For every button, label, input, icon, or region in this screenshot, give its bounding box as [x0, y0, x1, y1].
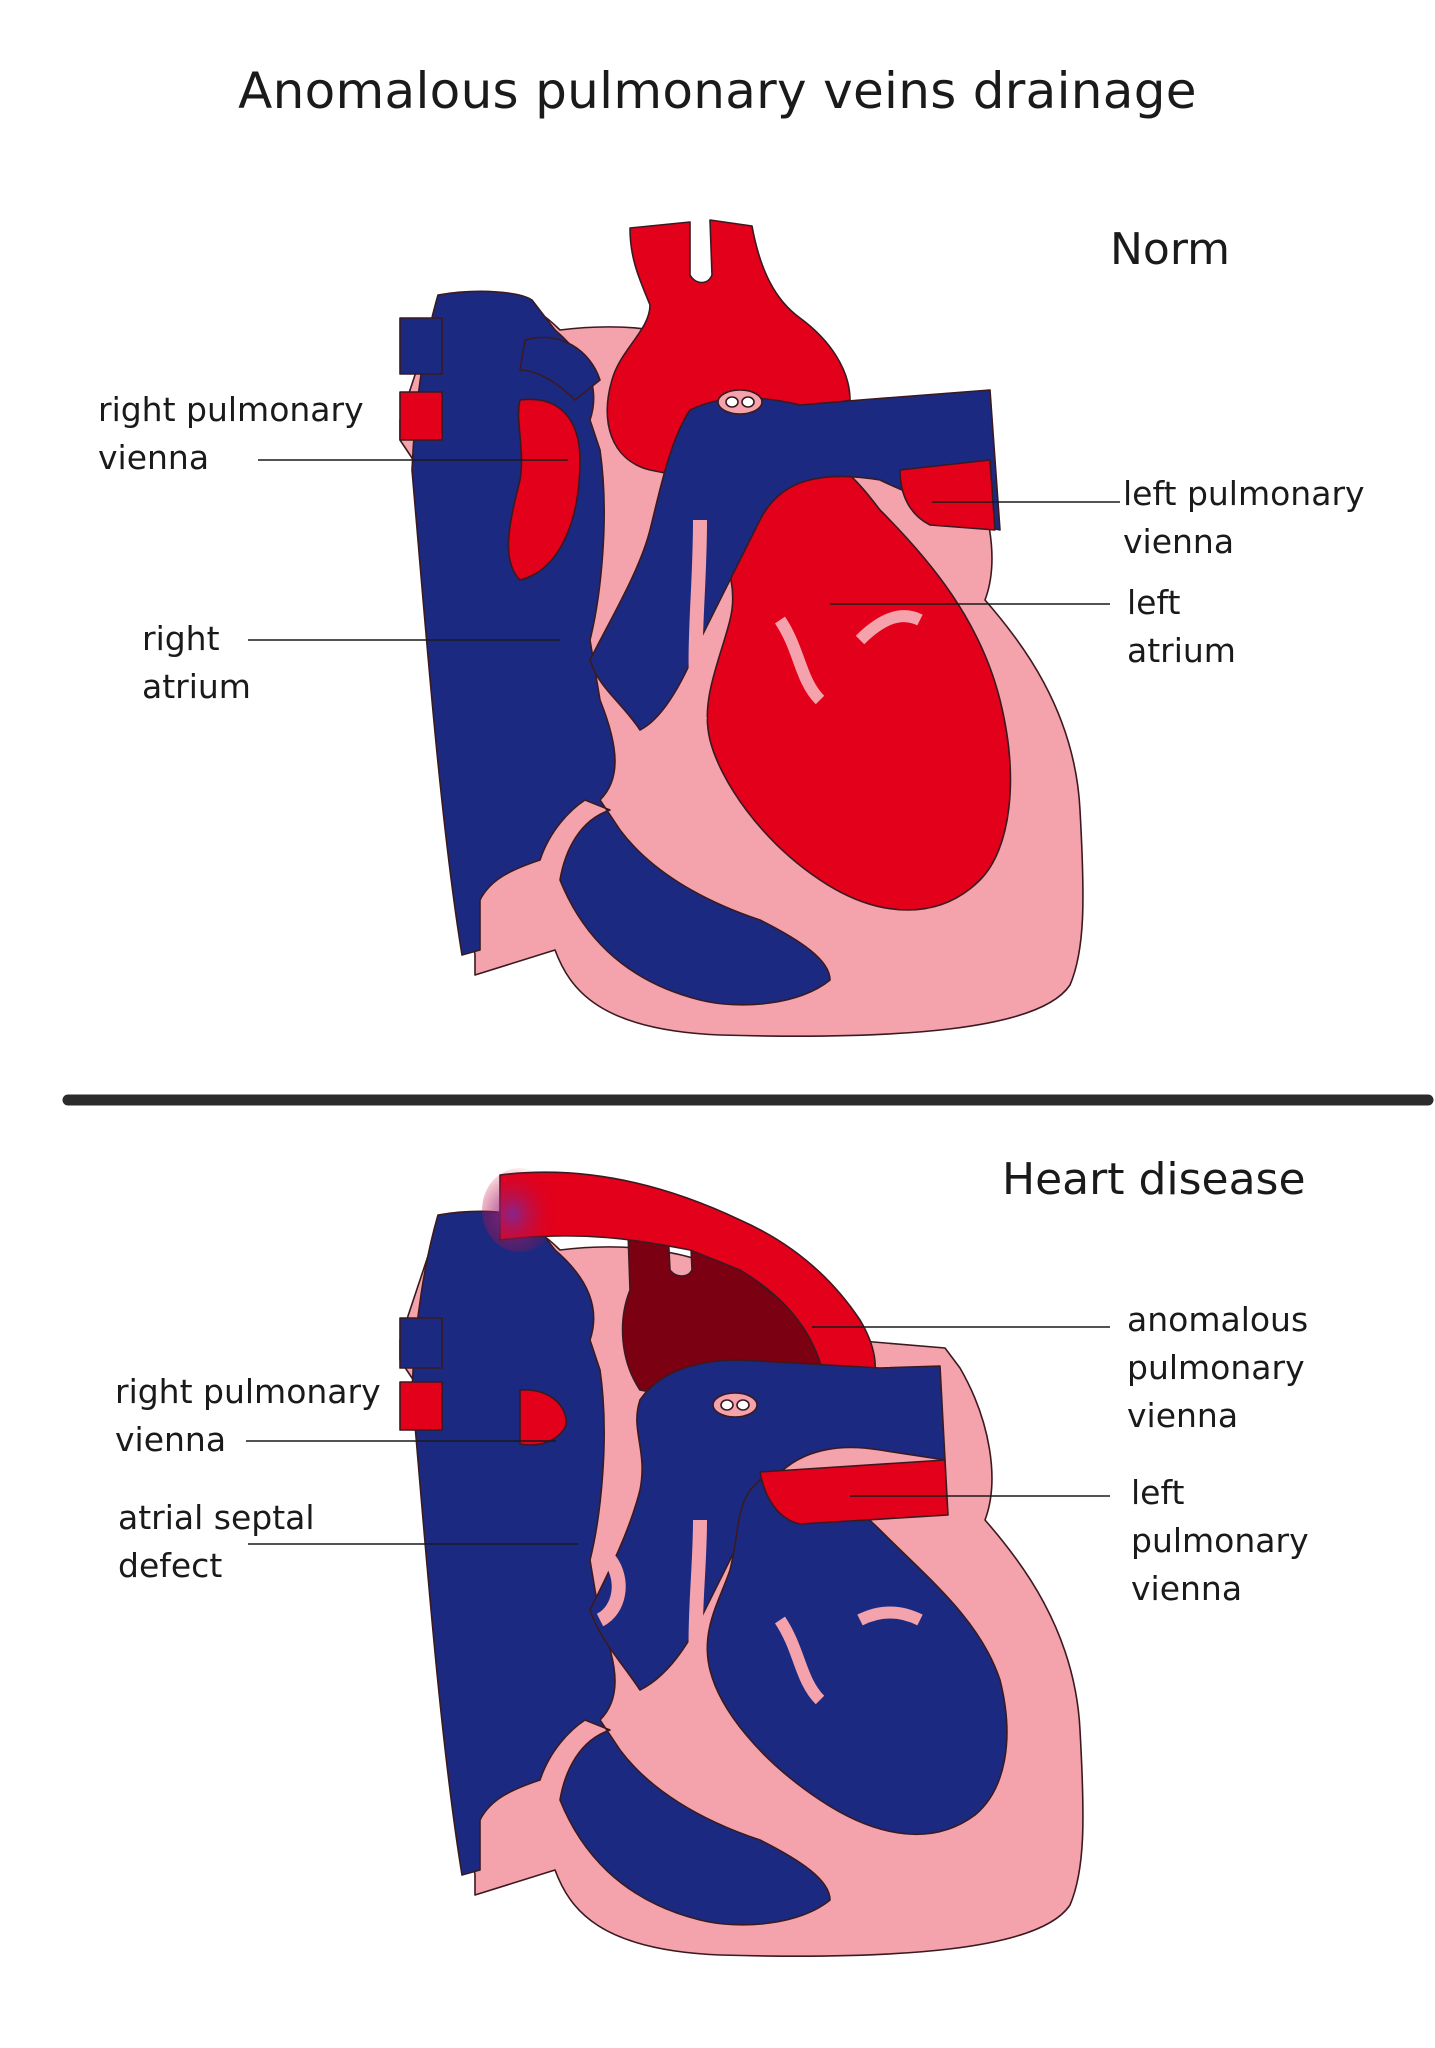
norm-septum: [688, 519, 707, 722]
disease-label-anomalous: anomalous pulmonary vienna: [1127, 1300, 1309, 1435]
disease-vena-cava: [411, 1210, 831, 1926]
norm-rpv-branch-2: [519, 336, 601, 401]
disease-anomalous-vein: [499, 1171, 876, 1391]
disease-label-asd: atrial septal defect: [118, 1498, 315, 1585]
disease-rpv-branch: [519, 1389, 567, 1446]
disease-valve: [712, 1392, 758, 1418]
disease-septum: [596, 1555, 626, 1627]
disease-lpv: [759, 1459, 949, 1525]
norm-label-right-atrium: right atrium: [142, 619, 251, 706]
disease-rpv-lower: [399, 1381, 443, 1431]
disease-mixing-zone: [482, 1168, 558, 1252]
disease-leader-lines: [246, 1326, 1110, 1545]
norm-heart: [399, 219, 1084, 1037]
norm-label-left-pulmonary: left pulmonary vienna: [1123, 474, 1365, 561]
disease-label-left-pulmonary: left pulmonary vienna: [1131, 1473, 1309, 1608]
norm-vena-cava: [411, 290, 831, 1006]
norm-label-right-pulmonary: right pulmonary vienna: [98, 390, 364, 477]
norm-heading: Norm: [1110, 224, 1231, 275]
norm-rpv-upper: [399, 317, 443, 375]
disease-heading: Heart disease: [1002, 1154, 1306, 1205]
page-title: Anomalous pulmonary veins drainage: [238, 62, 1197, 120]
norm-leader-lines: [248, 459, 1120, 641]
norm-label-left-atrium: left atrium: [1127, 583, 1236, 670]
disease-rpv-upper: [399, 1317, 443, 1369]
norm-rpv-lower: [399, 391, 443, 441]
norm-lpv: [899, 459, 996, 531]
disease-label-right-pulmonary: right pulmonary vienna: [115, 1372, 381, 1459]
disease-left-ventricle: [706, 1479, 1008, 1836]
norm-valve: [717, 389, 763, 415]
disease-heart: [399, 1168, 1084, 1957]
